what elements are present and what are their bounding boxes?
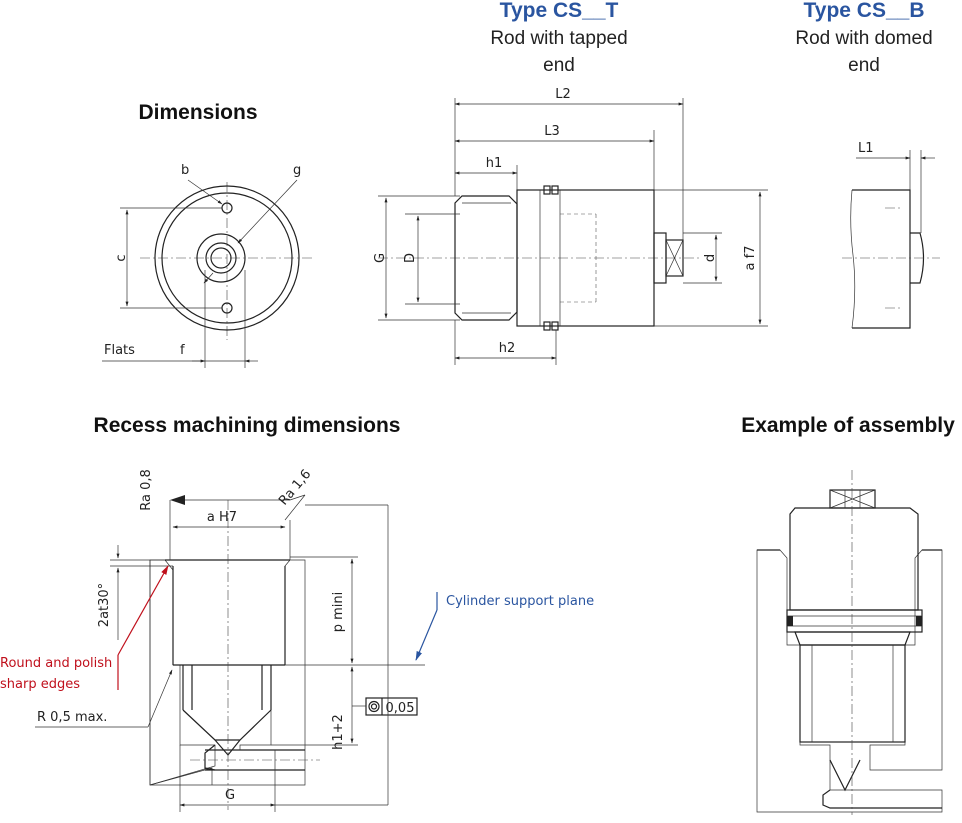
heading-assembly: Example of assembly [741,414,955,437]
label-d: d [703,254,718,262]
support-plane-note: Cylinder support plane [415,592,594,661]
type-b-line1: Rod with domed [795,28,932,49]
type-t-line2: end [543,55,575,76]
label-h2: h2 [499,341,516,356]
label-f: f [180,343,185,358]
heading-dimensions: Dimensions [138,101,257,124]
label-g: g [293,163,301,178]
assembly-drawing [756,470,943,815]
label-b: b [181,163,189,178]
type-t-title: Type CS__T [500,0,619,22]
label-ra16: Ra 1,6 [276,467,314,508]
label-L1: L1 [858,141,874,156]
side-view-type-t: L2 L3 h1 h2 G D d a f7 [373,87,768,365]
label-pmini: p mini [331,592,346,633]
round-polish-note: Round and polish sharp edges [0,565,169,692]
note-round-line1: Round and polish [0,656,112,671]
label-coaxial: 0,05 [386,701,415,716]
label-chamfer: 2at30° [97,583,112,627]
note-round-line2: sharp edges [0,677,80,692]
label-radius: R 0,5 max. [37,710,107,725]
type-b-title: Type CS__B [804,0,925,22]
side-view-type-b: L1 [842,141,940,329]
label-L2: L2 [555,87,571,102]
type-b-line2: end [848,55,880,76]
label-L3: L3 [544,124,560,139]
label-af7: a f7 [743,246,758,271]
recess-drawing: Ra 0,8 Ra 1,6 a H7 2at30° p mini h1+2 0,… [35,467,425,812]
label-aH7: a H7 [207,510,237,525]
label-ra08: Ra 0,8 [139,469,154,511]
label-h1: h1 [486,156,503,171]
label-flats: Flats [104,343,135,358]
heading-recess: Recess machining dimensions [94,414,401,437]
note-support-plane: Cylinder support plane [446,594,594,609]
label-G-recess: G [225,788,235,803]
label-G-side: G [373,253,388,263]
label-h1plus2: h1+2 [331,714,346,750]
label-c: c [114,254,129,261]
type-t-line1: Rod with tapped [490,28,627,49]
end-view: b g c Flats f [102,163,312,368]
label-D: D [403,253,418,263]
